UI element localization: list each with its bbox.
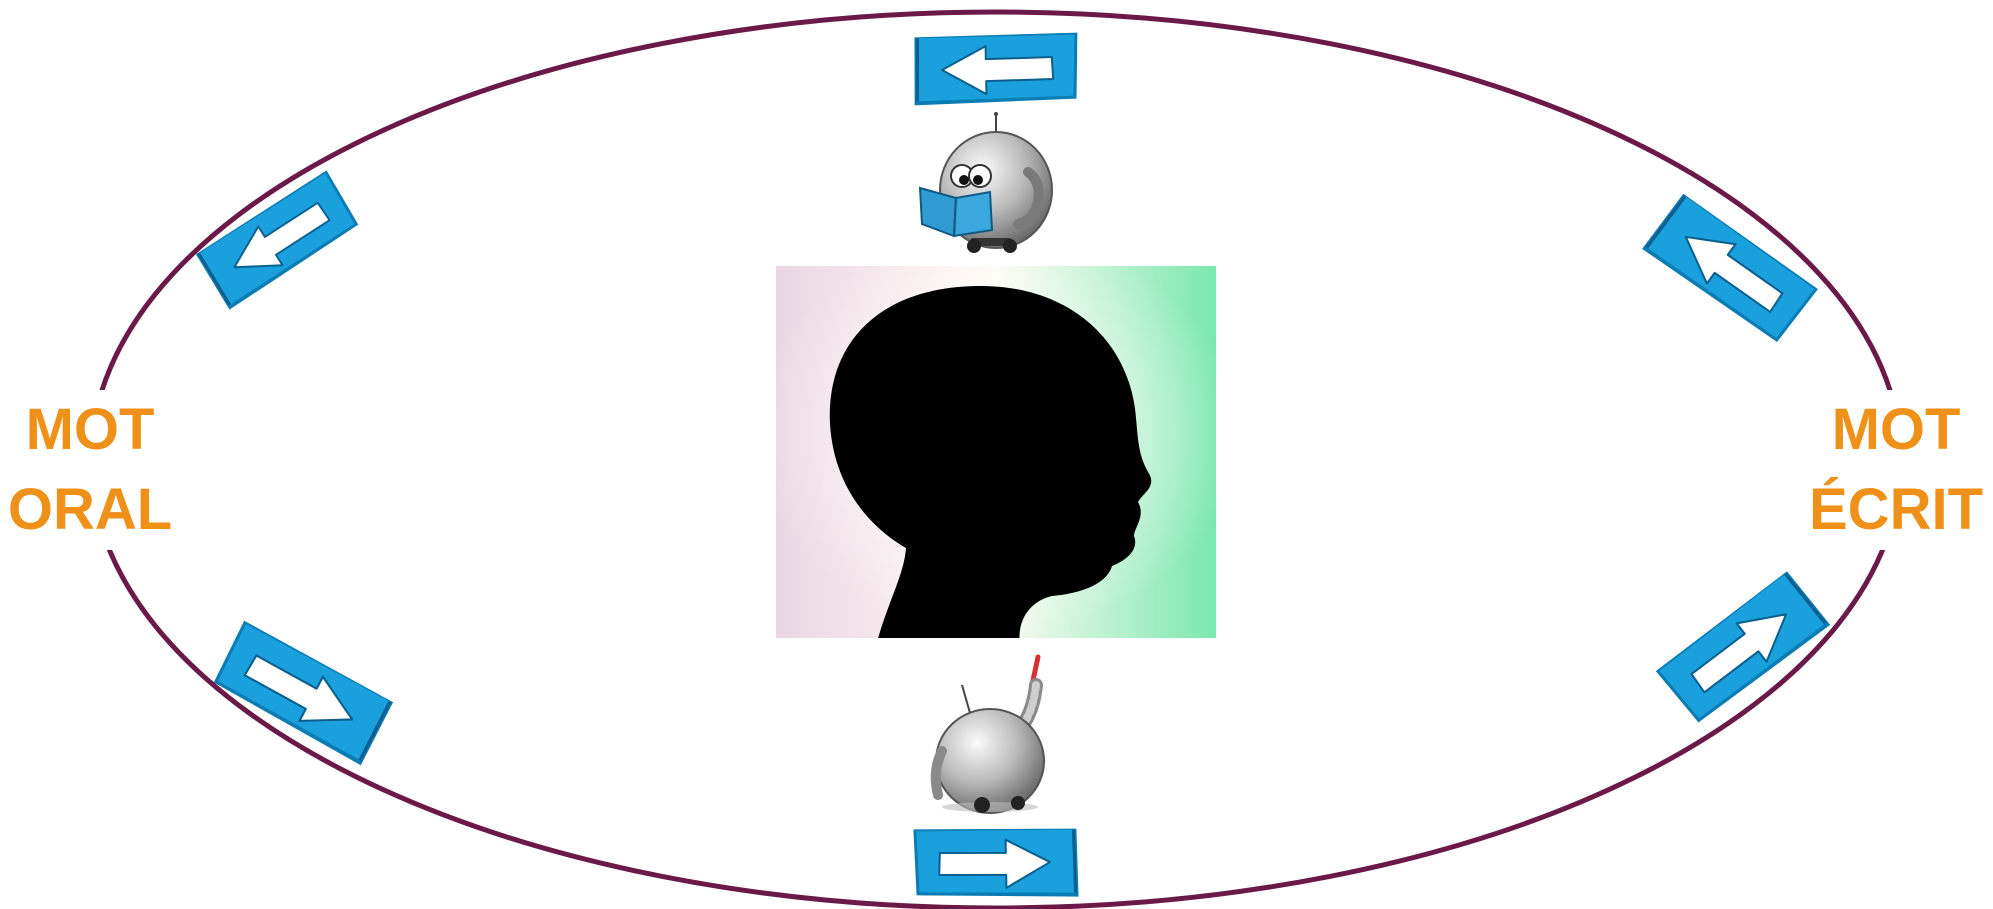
writing-robot-icon [918, 654, 1078, 817]
label-mot-oral: MOT ORAL [0, 390, 210, 550]
arrow-left-sign-icon [911, 31, 1081, 107]
label-mot-oral-line2: ORAL [7, 477, 173, 542]
arrow-right-sign-icon [911, 825, 1081, 901]
label-mot-ecrit: MOT ÉCRIT [1776, 390, 1993, 550]
label-mot-ecrit-line1: MOT [1831, 397, 1961, 462]
label-mot-ecrit-line2: ÉCRIT [1809, 477, 1983, 542]
label-mot-oral-line1: MOT [25, 397, 155, 462]
reading-robot-icon [918, 112, 1058, 254]
head-silhouette-icon [776, 266, 1216, 638]
